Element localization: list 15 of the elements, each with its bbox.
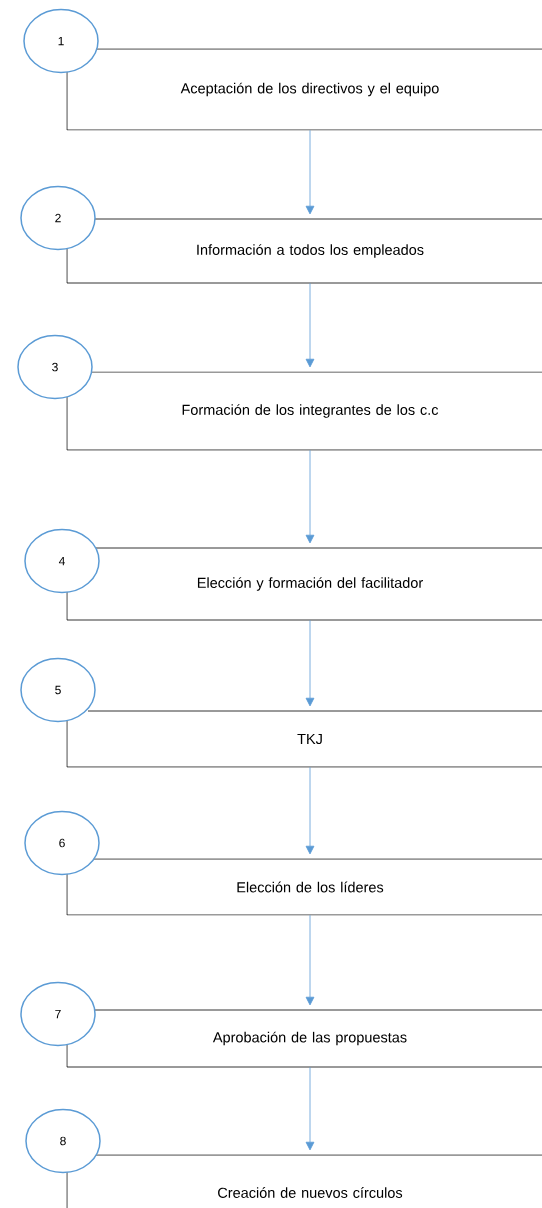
step-box: Elección de los líderes	[66, 858, 542, 916]
arrow	[305, 129, 315, 215]
step-box: Aceptación de los directivos y el equipo	[66, 48, 542, 131]
step-box: Elección y formación del facilitador	[66, 547, 542, 621]
arrow	[305, 1066, 315, 1151]
step-box: Información a todos los empleados	[66, 218, 542, 284]
step-box: TKJ	[66, 710, 542, 768]
arrow	[305, 619, 315, 707]
arrow	[305, 766, 315, 855]
arrow	[305, 282, 315, 368]
step-box: Aprobación de las propuestas	[66, 1009, 542, 1068]
arrow	[305, 914, 315, 1006]
step-box: Creación de nuevos círculos	[66, 1154, 542, 1208]
step-box: Formación de los integrantes de los c.c	[66, 371, 542, 451]
arrow	[305, 449, 315, 544]
